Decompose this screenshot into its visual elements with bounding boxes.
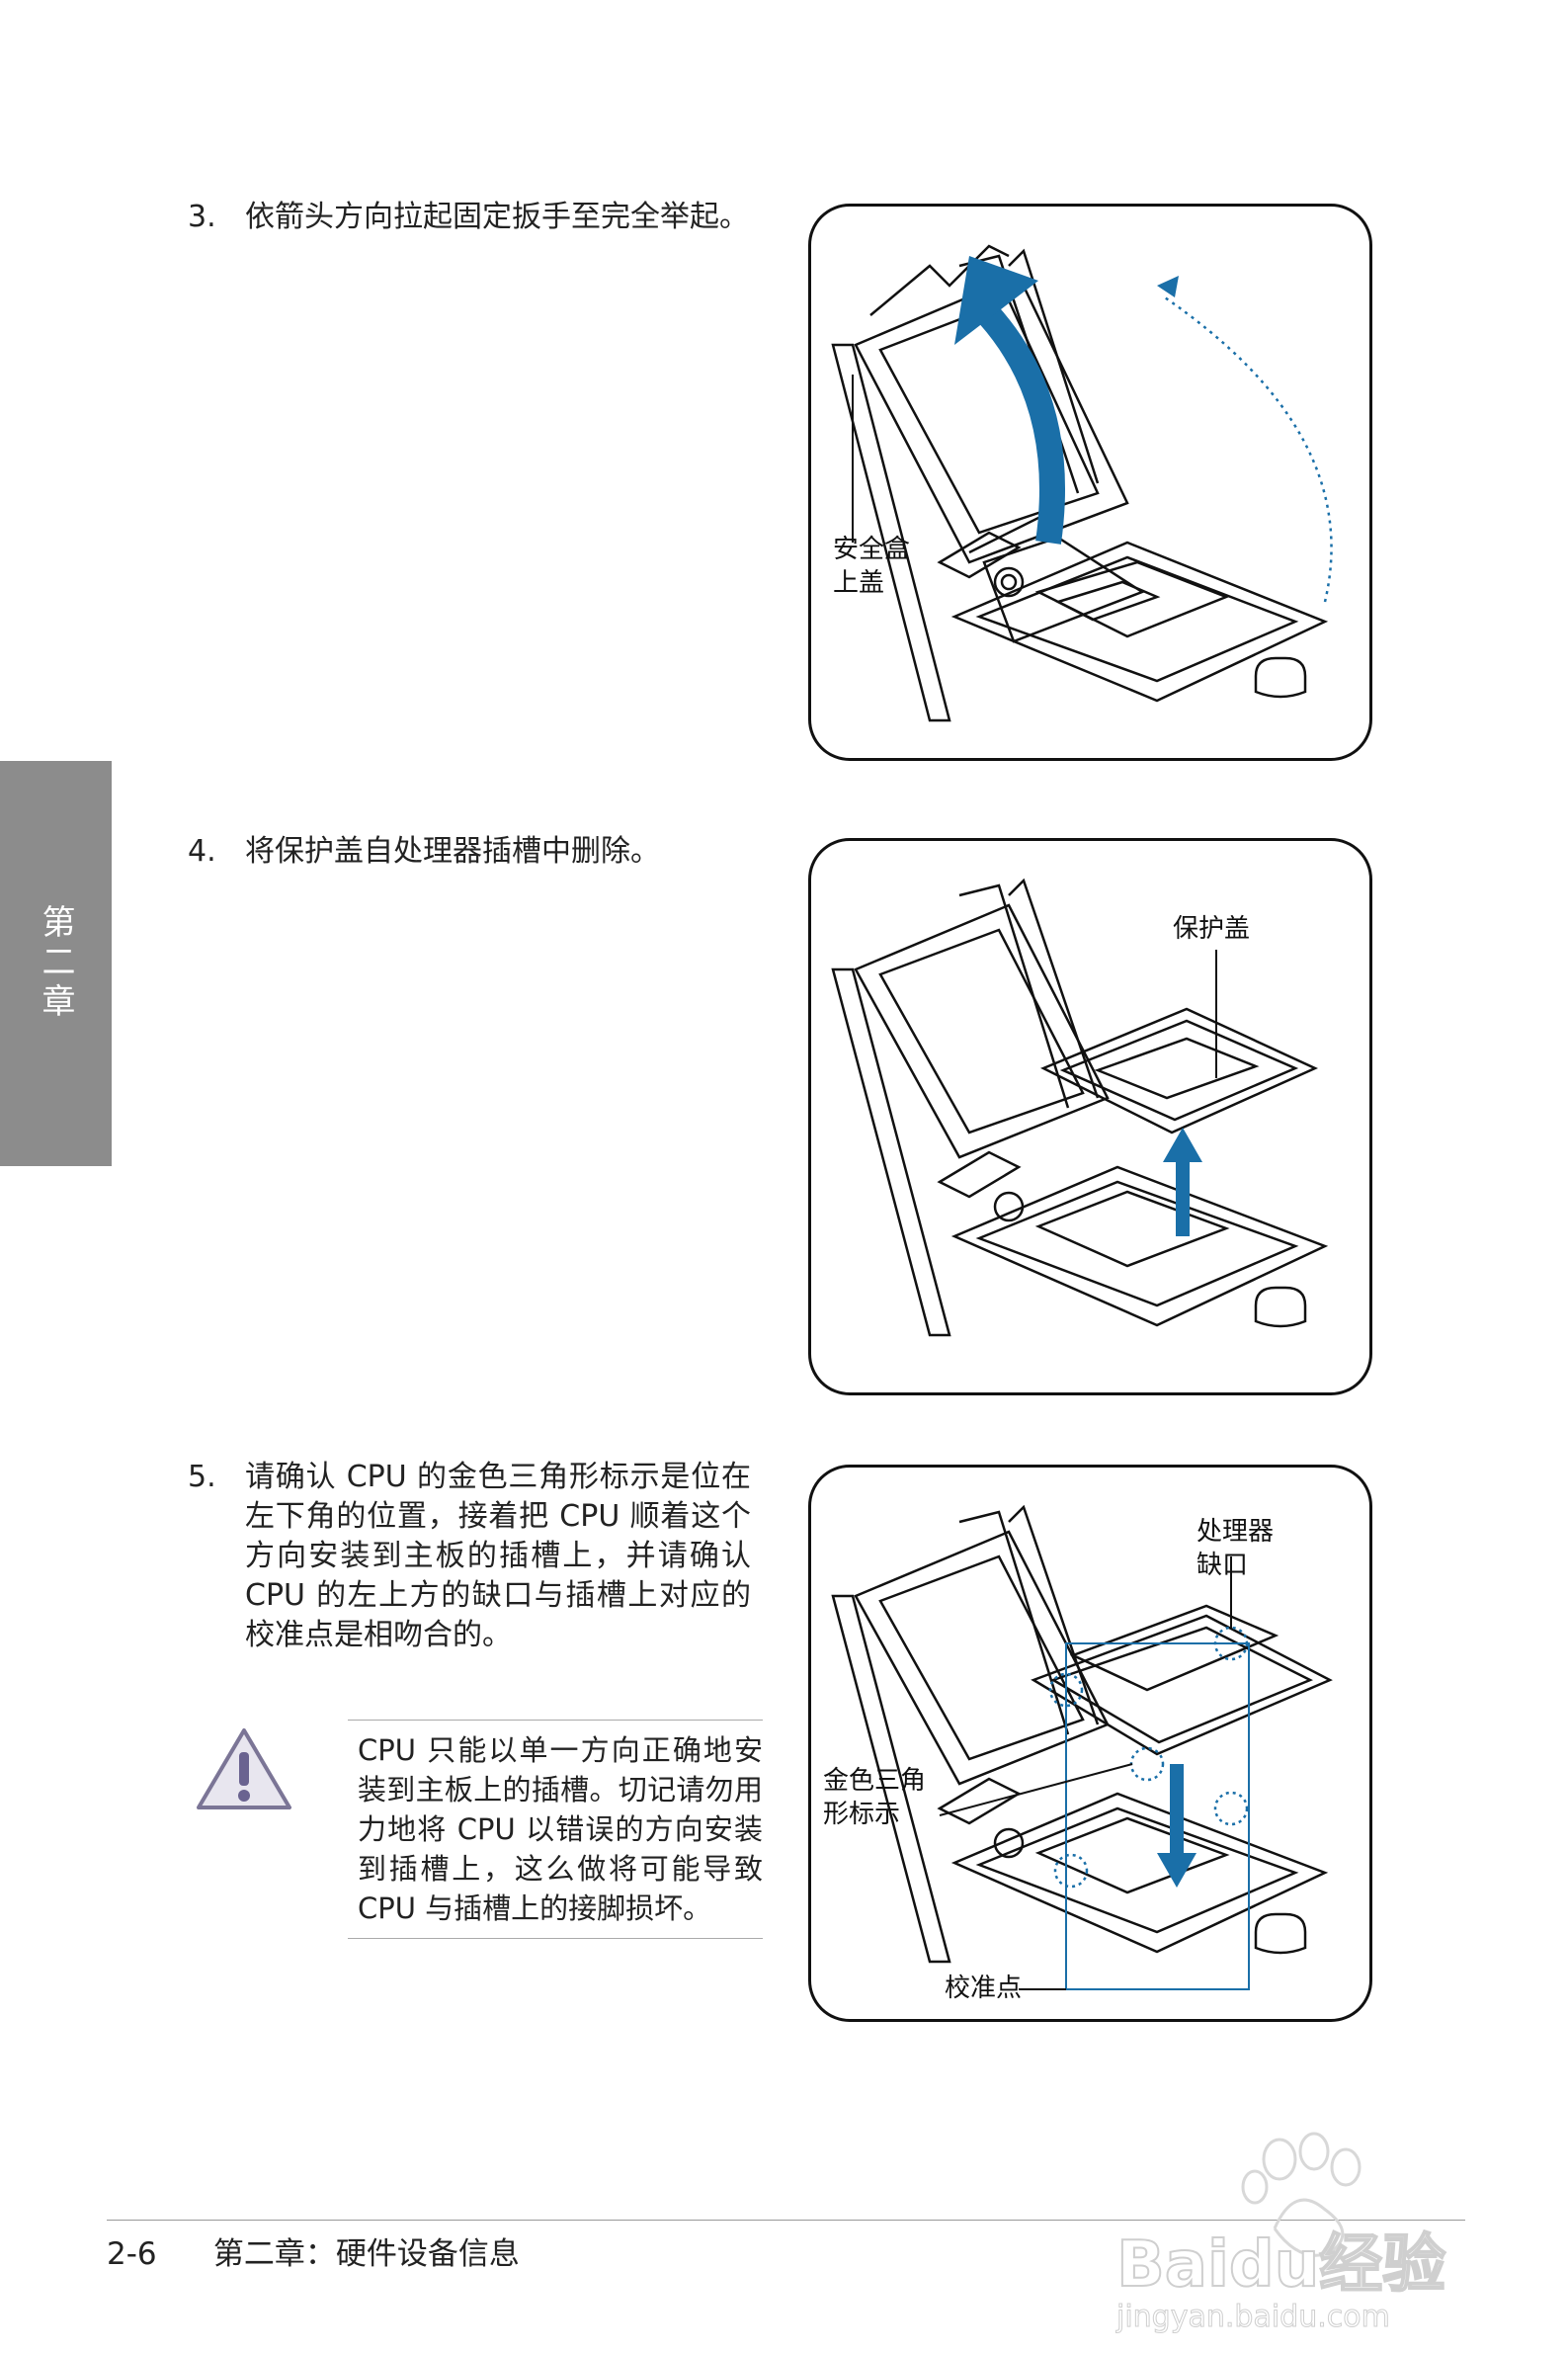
step-5: 5. 请确认 CPU 的金色三角形标示是位在左下角的位置，接着把 CPU 顺着这… bbox=[188, 1458, 751, 1655]
notch-callout: 处理器 缺口 bbox=[1197, 1517, 1275, 1580]
chapter-side-tab: 第二章 bbox=[0, 761, 112, 1166]
step-text: 请确认 CPU 的金色三角形标示是位在左下角的位置，接着把 CPU 顺着这个方向… bbox=[245, 1460, 751, 1652]
page-footer: 2-6 第二章：硬件设备信息 bbox=[107, 2228, 520, 2273]
step-text: 将保护盖自处理器插槽中删除。 bbox=[245, 834, 660, 869]
page-number: 2-6 bbox=[107, 2236, 157, 2272]
baidu-watermark: Baidu经验 jingyan.baidu.com bbox=[1097, 2120, 1472, 2337]
figure-install-cpu: 处理器 缺口 金色三角 形标示 校准点 bbox=[808, 1465, 1372, 2022]
paw-logo-icon bbox=[1241, 2132, 1362, 2257]
step-3: 3. 依箭头方向拉起固定扳手至完全举起。 bbox=[188, 198, 751, 237]
lid-callout: 安全盒 上盖 bbox=[833, 535, 911, 598]
warning-note: CPU 只能以单一方向正确地安装到主板上的插槽。切记请勿用力地将 CPU 以错误… bbox=[348, 1720, 763, 1939]
chapter-tab-label: 第二章 bbox=[36, 904, 75, 1023]
warning-text: CPU 只能以单一方向正确地安装到主板上的插槽。切记请勿用力地将 CPU 以错误… bbox=[358, 1733, 763, 1925]
figure-remove-cap: 保护盖 bbox=[808, 838, 1372, 1395]
step-number: 3. bbox=[188, 200, 216, 234]
warning-icon bbox=[197, 1728, 291, 1809]
step-number: 4. bbox=[188, 834, 216, 869]
step-4: 4. 将保护盖自处理器插槽中删除。 bbox=[188, 832, 751, 872]
socket-illustration bbox=[831, 244, 1333, 722]
cpu-install-illustration bbox=[831, 1504, 1333, 1990]
triangle-callout: 金色三角 形标示 bbox=[823, 1766, 927, 1829]
step-number: 5. bbox=[188, 1460, 216, 1494]
watermark-brand: Baidu经验 bbox=[1115, 2227, 1446, 2303]
cap-callout: 保护盖 bbox=[1173, 914, 1251, 944]
footer-title: 第二章：硬件设备信息 bbox=[212, 2236, 520, 2272]
watermark-url: jingyan.baidu.com bbox=[1116, 2300, 1391, 2335]
footer-rule bbox=[107, 2220, 1465, 2221]
figure-lift-lever: 安全盒 上盖 bbox=[808, 204, 1372, 761]
step-text: 依箭头方向拉起固定扳手至完全举起。 bbox=[245, 200, 749, 234]
socket-cap-illustration bbox=[831, 878, 1329, 1337]
key-callout: 校准点 bbox=[945, 1974, 1023, 2003]
